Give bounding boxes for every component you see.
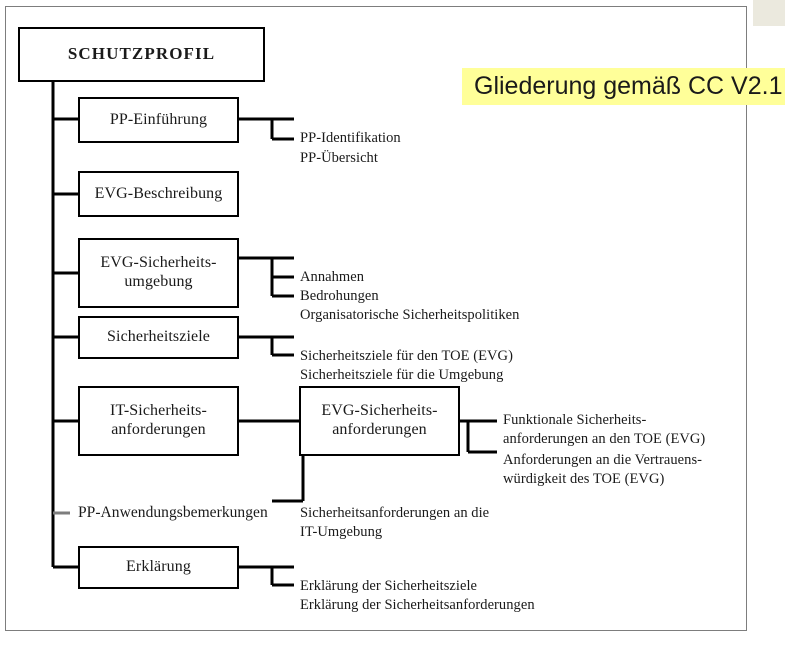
- node-sicherheitsziele[interactable]: Sicherheitsziele: [78, 316, 239, 359]
- leaf-vertrauenswuerdigkeit-label: Anforderungen an die Vertrauens- würdigk…: [503, 452, 703, 488]
- leaf-pp-identifikation[interactable]: PP-Identifikation: [300, 110, 401, 148]
- leaf-bedrohungen-label: Bedrohungen: [300, 288, 379, 305]
- node-evg-sicherheitsanforderungen-label: EVG-Sicherheits- anforderungen: [321, 402, 438, 438]
- slide-corner-block: [753, 0, 785, 26]
- node-erklaerung[interactable]: Erklärung: [78, 546, 239, 589]
- leaf-erklaerung-sicherheitsziele-label: Erklärung der Sicherheitsziele: [300, 578, 478, 595]
- node-pp-einfuehrung[interactable]: PP-Einführung: [78, 97, 239, 143]
- leaf-funktionale-sicherheitsanforderungen[interactable]: Funktionale Sicherheits- anforderungen a…: [503, 392, 705, 449]
- leaf-organisatorische-sicherheitspolitiken[interactable]: Organisatorische Sicherheitspolitiken: [300, 287, 519, 325]
- caption-text: Gliederung gemäß CC V2.1: [474, 72, 783, 100]
- leaf-anforderungen-it-umgebung[interactable]: Sicherheitsanforderungen an die IT-Umgeb…: [300, 485, 489, 542]
- node-evg-sicherheitsumgebung-label: EVG-Sicherheits- umgebung: [100, 254, 217, 290]
- caption-highlight: Gliederung gemäß CC V2.1: [462, 68, 785, 105]
- node-sicherheitsziele-label: Sicherheitsziele: [107, 328, 210, 346]
- leaf-pp-uebersicht[interactable]: PP-Übersicht: [300, 130, 378, 168]
- node-it-sicherheitsanforderungen[interactable]: IT-Sicherheits- anforderungen: [78, 386, 239, 456]
- leaf-bedrohungen[interactable]: Bedrohungen: [300, 268, 379, 306]
- node-evg-beschreibung[interactable]: EVG-Beschreibung: [78, 171, 239, 217]
- leaf-sicherheitsziele-toe-label: Sicherheitsziele für den TOE (EVG): [300, 348, 513, 365]
- leaf-anforderungen-it-umgebung-label: Sicherheitsanforderungen an die IT-Umgeb…: [300, 505, 490, 541]
- leaf-pp-uebersicht-label: PP-Übersicht: [300, 150, 378, 167]
- leaf-sicherheitsziele-toe[interactable]: Sicherheitsziele für den TOE (EVG): [300, 328, 513, 366]
- node-schutzprofil-label: SCHUTZPROFIL: [67, 44, 216, 64]
- leaf-annahmen[interactable]: Annahmen: [300, 249, 364, 287]
- leaf-sicherheitsziele-umgebung[interactable]: Sicherheitsziele für die Umgebung: [300, 347, 503, 385]
- node-schutzprofil[interactable]: SCHUTZPROFIL: [18, 27, 265, 82]
- node-evg-sicherheitsumgebung[interactable]: EVG-Sicherheits- umgebung: [78, 238, 239, 308]
- node-pp-anwendungsbemerkungen-label: PP-Anwendungsbemerkungen: [78, 504, 268, 521]
- leaf-organisatorische-sicherheitspolitiken-label: Organisatorische Sicherheitspolitiken: [300, 307, 520, 324]
- leaf-pp-identifikation-label: PP-Identifikation: [300, 130, 401, 147]
- node-evg-sicherheitsanforderungen[interactable]: EVG-Sicherheits- anforderungen: [299, 386, 460, 456]
- leaf-erklaerung-sicherheitsanforderungen[interactable]: Erklärung der Sicherheitsanforderungen: [300, 577, 535, 615]
- node-evg-beschreibung-label: EVG-Beschreibung: [94, 184, 223, 202]
- node-it-sicherheitsanforderungen-label: IT-Sicherheits- anforderungen: [110, 402, 207, 438]
- node-pp-anwendungsbemerkungen[interactable]: PP-Anwendungsbemerkungen: [78, 504, 268, 522]
- leaf-sicherheitsziele-umgebung-label: Sicherheitsziele für die Umgebung: [300, 367, 504, 384]
- leaf-funktionale-sicherheitsanforderungen-label: Funktionale Sicherheits- anforderungen a…: [503, 412, 706, 448]
- leaf-vertrauenswuerdigkeit[interactable]: Anforderungen an die Vertrauens- würdigk…: [503, 432, 702, 489]
- leaf-erklaerung-sicherheitsanforderungen-label: Erklärung der Sicherheitsanforderungen: [300, 597, 535, 614]
- leaf-erklaerung-sicherheitsziele[interactable]: Erklärung der Sicherheitsziele: [300, 558, 477, 596]
- leaf-annahmen-label: Annahmen: [300, 269, 365, 286]
- node-erklaerung-label: Erklärung: [126, 558, 191, 576]
- node-pp-einfuehrung-label: PP-Einführung: [109, 110, 208, 128]
